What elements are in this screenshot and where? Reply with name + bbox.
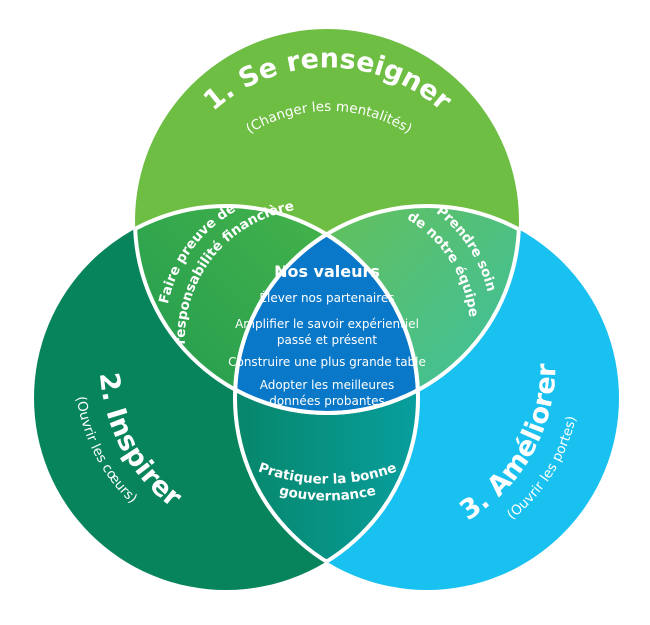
label-left-right-2: gouvernance: [278, 483, 378, 505]
value-item: Adopter les meilleures: [260, 378, 395, 392]
value-item: Élever nos partenaires: [259, 290, 394, 305]
value-item: données probantes: [269, 394, 385, 408]
overlap-center: [235, 206, 418, 413]
value-item: passé et présent: [277, 333, 377, 347]
value-item: Construire une plus grande table: [228, 355, 426, 369]
outline-right-b: [233, 206, 418, 590]
value-item: Amplifier le savoir expérientiel: [235, 317, 419, 331]
outline-left-b: [235, 206, 420, 590]
center-title: Nos valeurs: [274, 262, 380, 281]
